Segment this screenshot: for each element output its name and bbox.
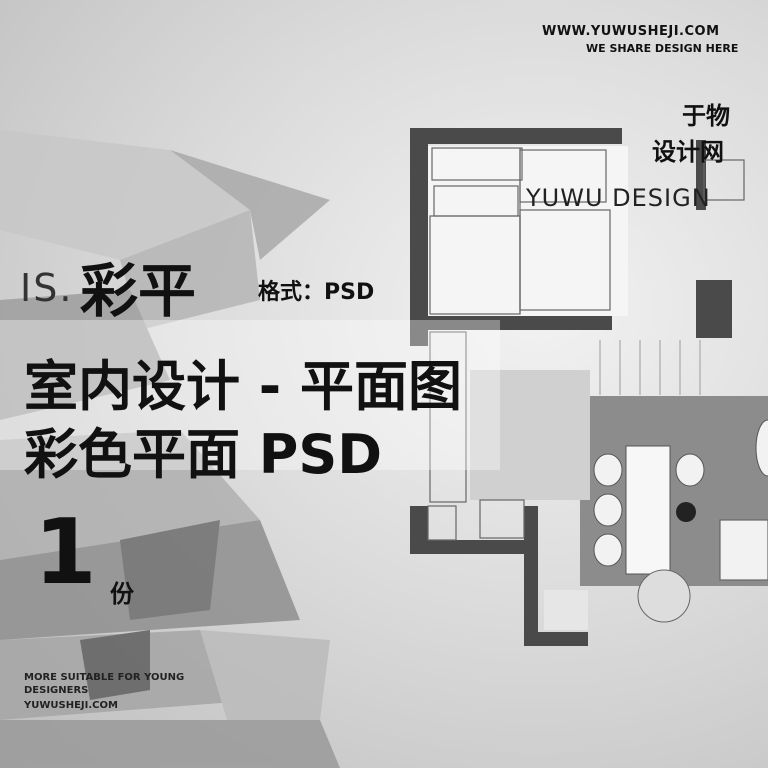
logo-cn-line2: 设计网 [652, 138, 724, 166]
architecture-background [0, 130, 340, 768]
walls [410, 128, 732, 646]
tagline: WE SHARE DESIGN HERE [586, 42, 739, 55]
footer-line2: DESIGNERS [24, 685, 89, 696]
dining-table-set [593, 419, 768, 623]
count-number: 1 [34, 500, 97, 605]
footer-url: YUWUSHEJI.COM [24, 700, 118, 711]
floor-plan [410, 128, 768, 646]
bedroom-area [428, 146, 628, 316]
website-url: WWW.YUWUSHEJI.COM [542, 24, 720, 39]
headline-line1: 室内设计 - 平面图 [24, 355, 463, 418]
headline-line2: 彩色平面 PSD [24, 423, 383, 486]
footer-line1: MORE SUITABLE FOR YOUNG [24, 672, 185, 683]
format-label: 格式：PSD [258, 280, 375, 305]
count-unit: 份 [110, 580, 134, 608]
logo-cn-line1: 于物 [682, 102, 730, 130]
kitchen-floor [470, 370, 590, 500]
title-main: 彩平 [80, 257, 197, 325]
title-prefix: IS. [20, 266, 74, 310]
logo-en: YUWU DESIGN [526, 184, 711, 212]
